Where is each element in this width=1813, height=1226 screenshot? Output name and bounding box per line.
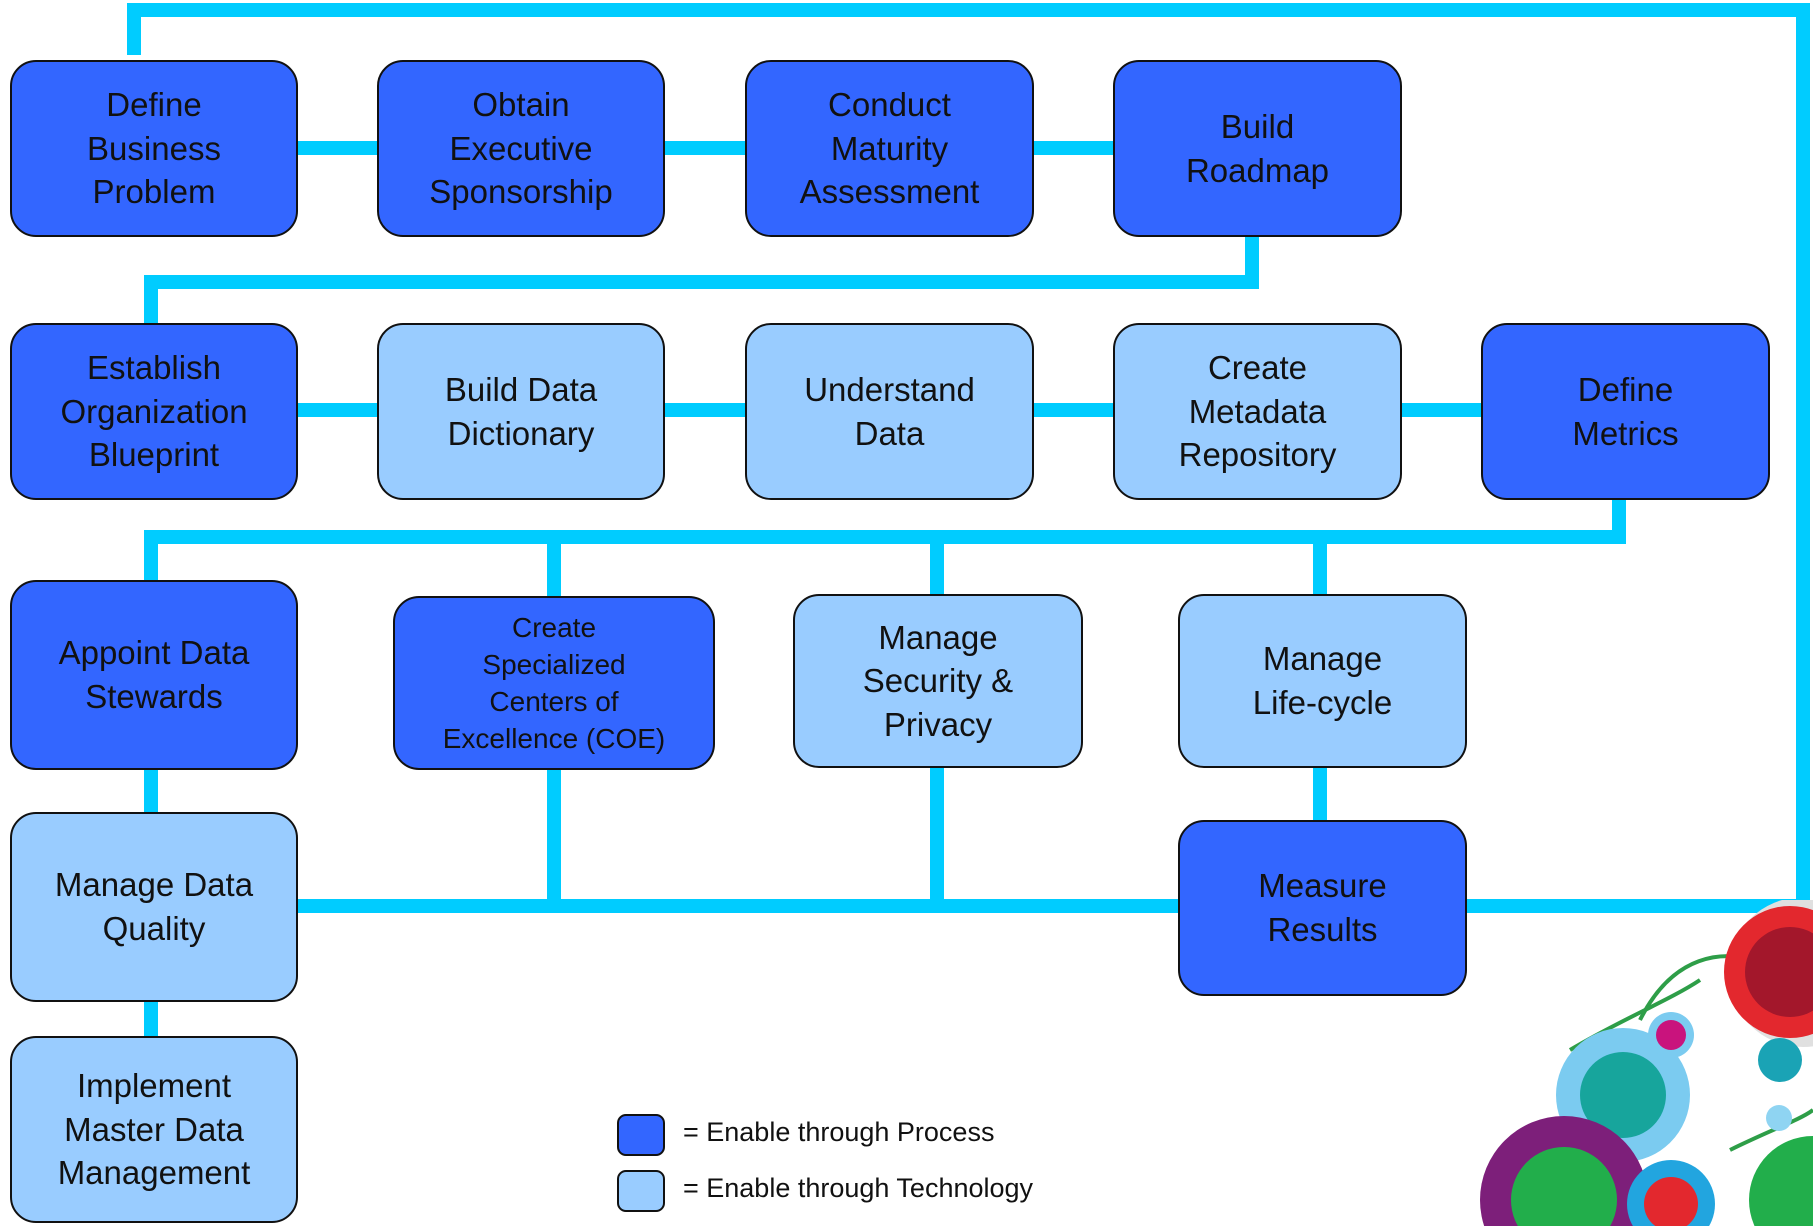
step-label: Manage Data Quality	[54, 866, 254, 947]
step-appoint-data-stewards: Appoint Data Stewards	[10, 580, 298, 770]
step-build-data-dictionary: Build Data Dictionary	[377, 323, 665, 500]
step-label: Define Business Problem	[87, 86, 221, 211]
step-label: Obtain Executive Sponsorship	[429, 86, 613, 211]
step-label: Define Metrics	[1572, 370, 1679, 452]
step-measure-results: Measure Results	[1178, 820, 1467, 996]
step-implement-master-data-management: Implement Master Data Management	[10, 1036, 298, 1223]
connector-top-loop	[127, 3, 1810, 17]
step-label: Implement Master Data Management	[57, 1067, 251, 1192]
step-define-metrics: Define Metrics	[1481, 323, 1770, 500]
connector-row3-drop-stewards	[144, 530, 158, 582]
step-label: Build Data Dictionary	[444, 370, 598, 452]
connector-coe-down	[547, 767, 561, 907]
step-label: Create Metadata Repository	[1178, 349, 1337, 474]
step-establish-organization-blueprint: Establish Organization Blueprint	[10, 323, 298, 500]
step-label: Establish Organization Blueprint	[60, 349, 248, 474]
step-manage-lifecycle: Manage Life-cycle	[1178, 594, 1467, 768]
connector-right-loop	[1796, 3, 1810, 913]
step-create-metadata-repository: Create Metadata Repository	[1113, 323, 1402, 500]
connector-bottom-bus	[296, 899, 1180, 913]
connector-row3-drop-lifecycle	[1313, 530, 1327, 596]
step-build-roadmap: Build Roadmap	[1113, 60, 1402, 237]
connector-row2-to-row3	[144, 530, 1626, 544]
step-obtain-executive-sponsorship: Obtain Executive Sponsorship	[377, 60, 665, 237]
connector-stewards-to-quality	[144, 767, 158, 815]
step-understand-data: Understand Data	[745, 323, 1034, 500]
connector-row3-drop-coe	[547, 530, 561, 598]
legend-process-swatch	[617, 1114, 665, 1156]
legend-technology-swatch	[617, 1170, 665, 1212]
connector-bottom-return	[1466, 899, 1810, 913]
step-manage-security-privacy: Manage Security & Privacy	[793, 594, 1083, 768]
step-label: Manage Security & Privacy	[862, 618, 1014, 743]
connector-top-left-drop	[127, 3, 141, 55]
step-label: Appoint Data Stewards	[58, 634, 250, 715]
connector-row2-left-drop	[144, 275, 158, 325]
step-label: Measure Results	[1258, 867, 1387, 948]
step-label: Manage Life-cycle	[1252, 640, 1393, 721]
connector-quality-to-mdm	[144, 998, 158, 1038]
step-create-specialized-coe: Create Specialized Centers of Excellence…	[393, 596, 715, 770]
connector-row3-drop-security	[930, 530, 944, 596]
decorative-bubbles-graphic	[1480, 900, 1813, 1226]
step-conduct-maturity-assessment: Conduct Maturity Assessment	[745, 60, 1034, 237]
step-label: Create Specialized Centers of Excellence…	[442, 611, 666, 755]
legend-process-label: = Enable through Process	[683, 1117, 995, 1147]
connector-security-down	[930, 765, 944, 907]
step-label: Understand Data	[804, 370, 975, 452]
step-define-business-problem: Define Business Problem	[10, 60, 298, 237]
connector-lifecycle-to-measure	[1313, 765, 1327, 822]
step-manage-data-quality: Manage Data Quality	[10, 812, 298, 1002]
step-label: Conduct Maturity Assessment	[799, 86, 980, 211]
connector-row1-to-row2	[144, 275, 1259, 289]
step-label: Build Roadmap	[1185, 107, 1330, 189]
legend-technology-label: = Enable through Technology	[683, 1173, 1034, 1203]
